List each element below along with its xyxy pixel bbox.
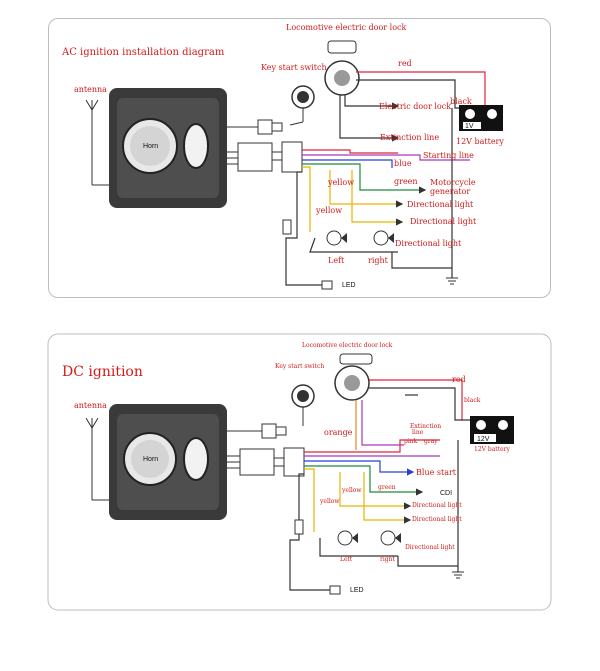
- dc-directional-light-3: Directional light: [405, 544, 455, 551]
- ac-black-label: black: [450, 97, 472, 106]
- dc-battery-icon: 12V: [470, 416, 514, 444]
- dc-ground-icon: [452, 571, 464, 579]
- dc-key-switch-icon: [291, 384, 315, 426]
- ac-right-lamp-icon: [373, 230, 394, 246]
- ac-key-switch-label: Key start switch: [261, 63, 327, 72]
- dc-door-lock-icon: [334, 353, 373, 401]
- ac-door-lock-icon: [324, 40, 360, 96]
- ac-yellow-label-1: yellow: [327, 178, 354, 187]
- dc-title: DC ignition: [62, 364, 143, 380]
- dc-connectors: [227, 423, 305, 477]
- ac-alarm-unit: Horn: [109, 88, 227, 208]
- ac-red-label: red: [398, 59, 412, 68]
- ac-starting-line-label: Starting line: [423, 151, 474, 160]
- ac-blue-label: blue: [394, 159, 412, 168]
- dc-left-lamp-icon: [337, 530, 358, 546]
- dc-wires: [289, 379, 470, 591]
- ac-lock-title: Locomotive electric door lock: [286, 23, 407, 32]
- dc-red-label: red: [452, 375, 466, 384]
- ac-left-lamp-icon: [326, 230, 347, 246]
- dc-antenna-label: antenna: [74, 401, 107, 410]
- ac-motorcycle-label: Motorcycle: [430, 178, 476, 187]
- ac-right-label: right: [368, 256, 389, 265]
- ac-extinction-line-label: Extinction line: [380, 133, 439, 142]
- ac-led-icon: [282, 219, 333, 290]
- ac-horn-label: Horn: [143, 143, 158, 150]
- ac-directional-light-2: Directional light: [410, 217, 477, 226]
- ac-battery-label: 12V battery: [456, 137, 504, 146]
- ac-led-label: LED: [342, 282, 356, 289]
- ac-connectors: [227, 119, 303, 173]
- dc-gray-label: gray: [424, 438, 438, 445]
- ac-left-label: Left: [328, 256, 345, 265]
- ac-yellow-label-2: yellow: [315, 206, 342, 215]
- ac-wires: [285, 71, 486, 286]
- dc-right-label: right: [380, 556, 395, 563]
- dc-directional-light-1: Directional light: [412, 502, 462, 509]
- dc-black-label: black: [464, 397, 481, 404]
- dc-led-label: LED: [350, 587, 364, 594]
- ac-battery-voltage: 1V: [465, 123, 474, 130]
- dc-cdi-label: CDI: [440, 490, 452, 497]
- dc-lock-title: Locomotive electric door lock: [302, 342, 393, 349]
- ac-antenna-label: antenna: [74, 85, 107, 94]
- dc-led-icon: [294, 519, 341, 595]
- ac-green-label: green: [394, 177, 418, 186]
- dc-battery-label: 12V battery: [474, 446, 511, 453]
- ac-directional-light-3: Directional light: [395, 239, 462, 248]
- dc-extinction-line-label: line: [412, 429, 424, 436]
- dc-extinction-label: Extinction: [410, 423, 441, 430]
- dc-key-switch-label: Key start switch: [275, 363, 324, 370]
- ac-electric-door-lock-label: Electric door lock: [379, 102, 451, 111]
- dc-horn-label: Horn: [143, 456, 158, 463]
- dc-left-label: Left: [340, 556, 353, 563]
- ac-directional-light-1: Directional light: [407, 200, 474, 209]
- ac-ground-icon: [446, 277, 458, 285]
- dc-diagram: DC ignition Locomotive electric door loc…: [62, 342, 514, 595]
- dc-green-label: green: [378, 484, 396, 491]
- dc-pink-label: pink: [404, 438, 418, 445]
- dc-alarm-unit: Horn: [109, 404, 227, 520]
- ac-generator-label: generator: [430, 187, 470, 196]
- dc-orange-label: orange: [324, 428, 353, 437]
- dc-right-lamp-icon: [380, 530, 401, 546]
- ac-antenna-icon: [85, 99, 110, 186]
- dc-yellow-label-2: yellow: [319, 498, 340, 505]
- dc-blue-start-label: Blue start: [416, 468, 457, 477]
- ac-diagram: AC ignition installation diagram Locomot…: [61, 23, 504, 290]
- dc-antenna-icon: [85, 417, 110, 501]
- dc-battery-voltage: 12V: [477, 436, 490, 443]
- ac-key-switch-icon: [289, 85, 315, 126]
- dc-yellow-label-1: yellow: [341, 487, 362, 494]
- ac-title: AC ignition installation diagram: [61, 47, 225, 58]
- ac-battery-icon: 1V: [459, 105, 503, 131]
- dc-directional-light-2: Directional light: [412, 516, 462, 523]
